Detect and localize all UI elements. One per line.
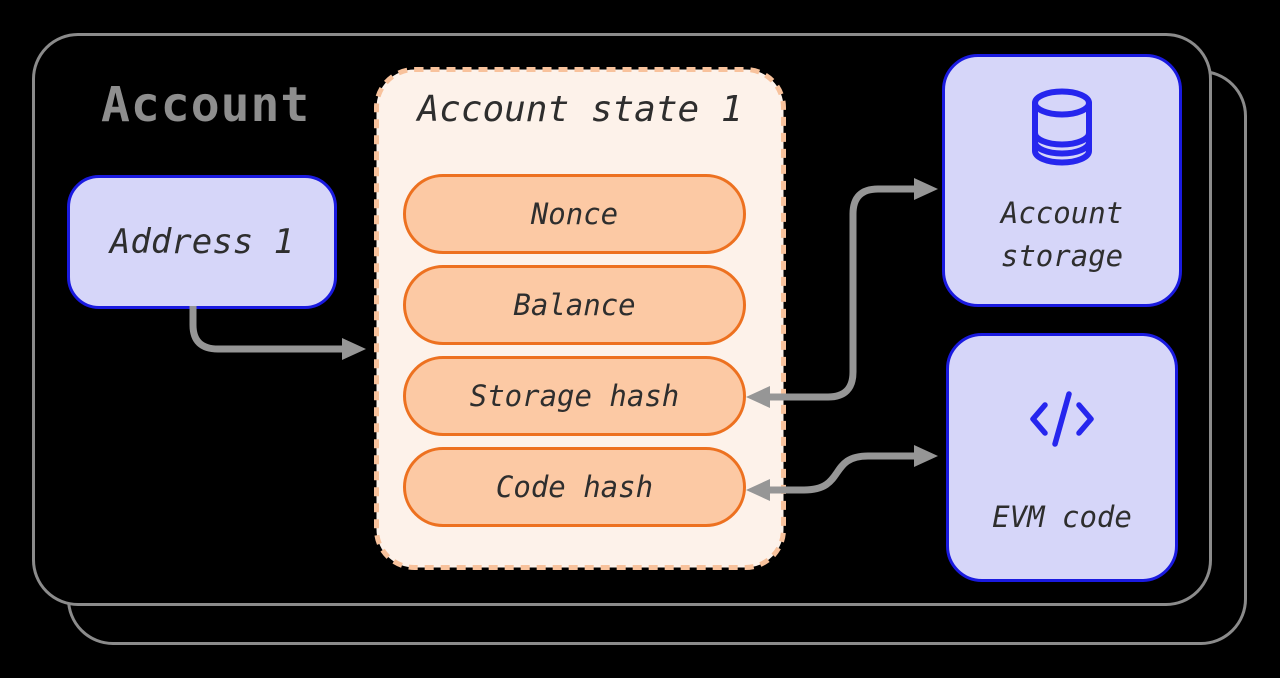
address-box: Address 1	[67, 175, 337, 309]
address-label: Address 1	[109, 222, 295, 262]
code-icon	[1030, 391, 1094, 447]
evm-code-label: EVM code	[992, 500, 1132, 534]
account-state-title: Account state 1	[417, 89, 743, 130]
storage-hash-pill: Storage hash	[403, 356, 746, 436]
account-title: Account	[101, 77, 311, 133]
account-storage-box: Account storage	[942, 54, 1182, 307]
balance-pill: Balance	[403, 265, 746, 345]
state-field-list: Nonce Balance Storage hash Code hash	[403, 174, 746, 527]
evm-code-box: EVM code	[946, 333, 1178, 582]
account-state-panel: Account state 1 Nonce Balance Storage ha…	[374, 67, 786, 570]
nonce-pill: Nonce	[403, 174, 746, 254]
account-storage-label: Account storage	[1000, 196, 1124, 273]
code-hash-pill: Code hash	[403, 447, 746, 527]
database-icon	[1032, 88, 1092, 166]
